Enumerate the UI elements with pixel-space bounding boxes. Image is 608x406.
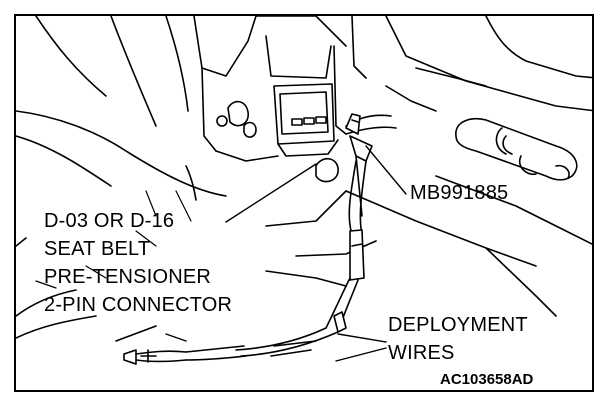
- leader-tool: [365, 145, 407, 195]
- label-connector-line-4: 2-PIN CONNECTOR: [44, 294, 233, 316]
- leader-connector: [225, 163, 317, 223]
- label-wires-line-1: DEPLOYMENT: [388, 314, 528, 336]
- floor-texture: [35, 190, 192, 289]
- label-connector-line-1: D-03 OR D-16: [44, 210, 175, 232]
- leader-lines: [165, 145, 407, 362]
- seat-belt-pretensioner-illustration: [16, 16, 592, 365]
- center-console: [193, 16, 437, 183]
- label-tool-part-number: MB991885: [410, 182, 509, 204]
- seat-rail: [265, 16, 592, 317]
- label-wires-line-2: WIRES: [388, 342, 455, 364]
- deployment-wire-harness: [123, 160, 367, 365]
- leader-wires-a: [335, 347, 387, 362]
- label-connector-line-3: PRE-TENSIONER: [44, 266, 212, 288]
- figure-code: AC103658AD: [440, 371, 534, 388]
- leader-connector-bottom: [165, 333, 187, 342]
- label-connector-line-2: SEAT BELT: [44, 238, 151, 260]
- seat-side-panel: [16, 16, 227, 342]
- illustration-frame: D-03 OR D-16 SEAT BELT PRE-TENSIONER 2-P…: [14, 14, 594, 392]
- leader-wires-b: [337, 333, 387, 343]
